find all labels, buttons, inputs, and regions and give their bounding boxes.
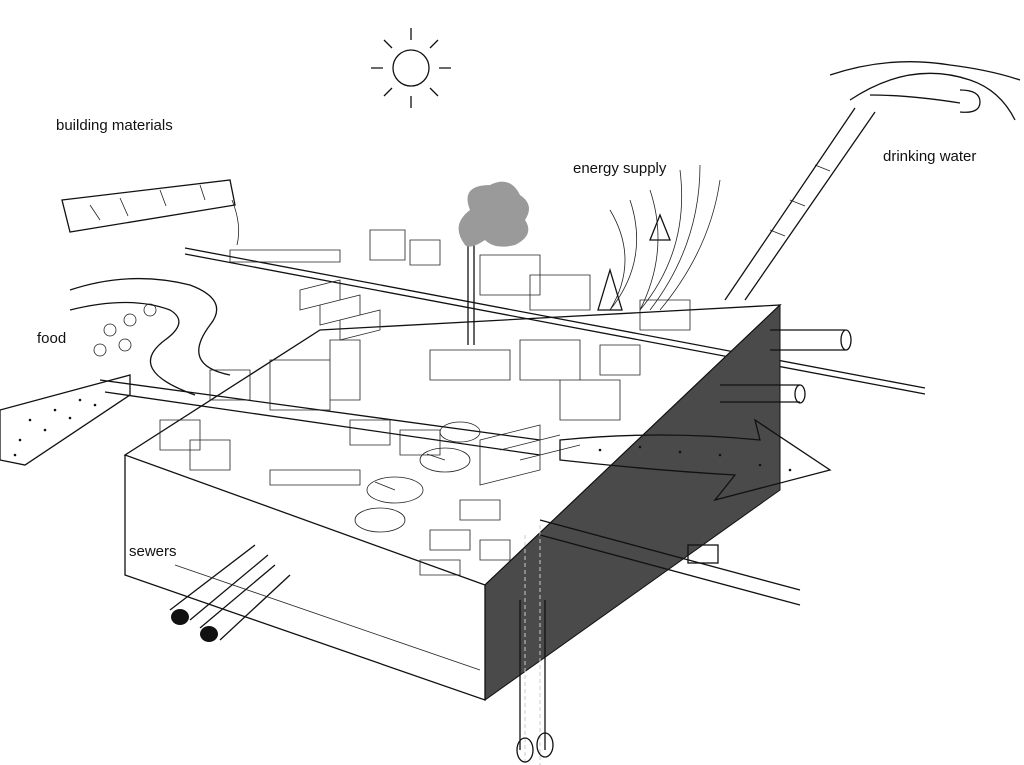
sun-icon — [371, 28, 451, 108]
label-building-materials: building materials — [56, 117, 173, 134]
hills-water-source — [829, 61, 1021, 121]
city-block — [123, 303, 782, 765]
waste-outflow-arrow — [559, 418, 832, 502]
sewer-pipes — [169, 544, 481, 671]
label-sewers: sewers — [129, 543, 177, 560]
factory-chimney — [458, 181, 529, 345]
river — [69, 277, 231, 396]
road-truck — [539, 519, 801, 606]
label-food: food — [37, 330, 67, 347]
label-drinking-water: drinking water — [883, 148, 977, 165]
water-pipe — [724, 107, 876, 301]
power-lines — [597, 164, 721, 311]
buildings — [159, 229, 691, 576]
label-energy-supply: energy supply — [573, 160, 667, 177]
railway — [184, 247, 926, 395]
outflow-pipes — [720, 329, 852, 404]
quarry — [61, 179, 240, 246]
